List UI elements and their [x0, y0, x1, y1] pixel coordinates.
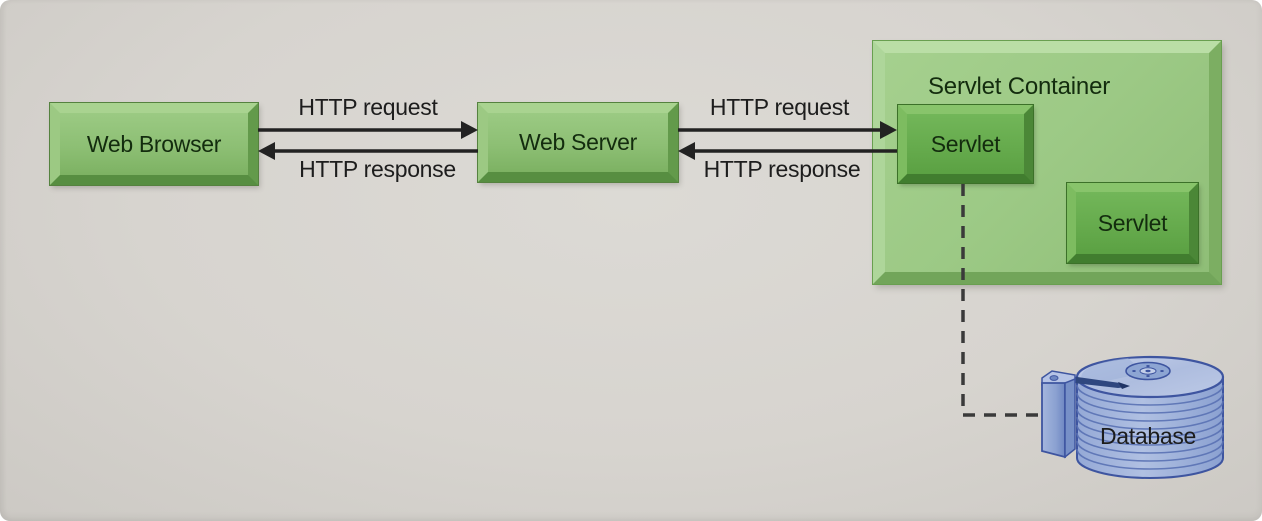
servlet-1-label: Servlet [930, 130, 1001, 157]
arrow-server-to-servlet [678, 121, 897, 139]
database-icon [1041, 355, 1225, 479]
node-web-browser: Web Browser [50, 103, 258, 185]
servlet-2-label: Servlet [1097, 209, 1168, 236]
web-server-label: Web Server [518, 129, 637, 155]
node-web-server: Web Server [478, 103, 678, 182]
web-browser-label: Web Browser [86, 130, 222, 157]
arrow-browser-to-server [258, 121, 478, 139]
edge-label-http-request-1: HTTP request [298, 94, 438, 120]
node-servlet-2: Servlet [1067, 183, 1198, 263]
node-servlet-1: Servlet [898, 105, 1033, 183]
database-label: Database [1099, 423, 1197, 449]
edge-label-http-response-1: HTTP response [299, 156, 456, 182]
servlet-container-label: Servlet Container [927, 73, 1111, 100]
edge-label-http-request-2: HTTP request [709, 94, 850, 120]
edge-label-http-response-2: HTTP response [703, 156, 861, 182]
